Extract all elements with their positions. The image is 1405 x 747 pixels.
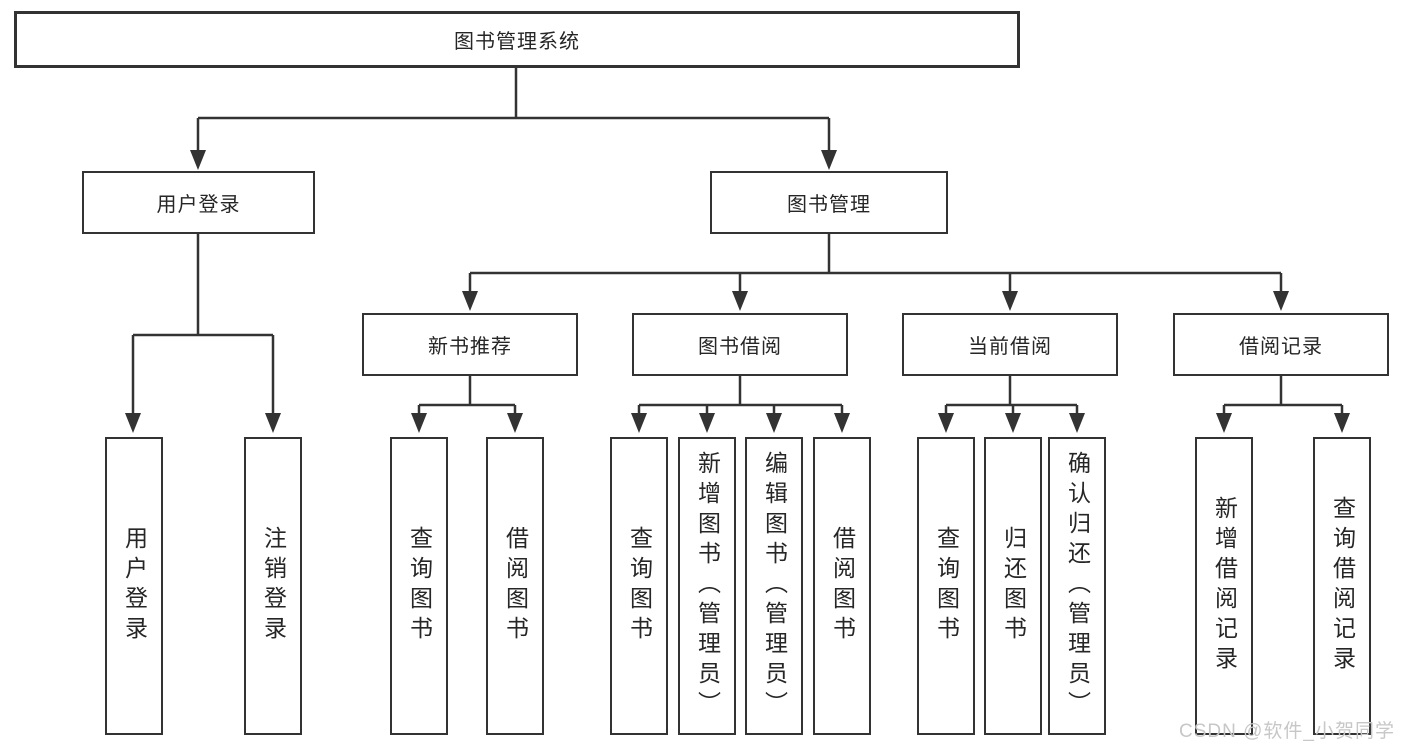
leaf-label: 编辑图书（管理员）: [761, 451, 788, 721]
leaf-logout: 注销登录: [244, 437, 302, 735]
leaf-label: 借阅图书: [502, 526, 529, 646]
leaf-label: 查询图书: [626, 526, 653, 646]
node-book-borrow: 图书借阅: [632, 313, 848, 376]
leaf-label: 新增借阅记录: [1211, 496, 1238, 676]
node-new-book-recommend: 新书推荐: [362, 313, 578, 376]
leaf-edit-books-admin: 编辑图书（管理员）: [745, 437, 803, 735]
leaf-borrow-books-borrow: 借阅图书: [813, 437, 871, 735]
leaf-label: 注销登录: [260, 526, 287, 646]
leaf-label: 新增图书（管理员）: [694, 451, 721, 721]
leaf-user-login: 用户登录: [105, 437, 163, 735]
node-label: 新书推荐: [428, 336, 512, 358]
leaf-label: 归还图书: [1000, 526, 1027, 646]
leaf-label: 借阅图书: [829, 526, 856, 646]
node-root-label: 图书管理系统: [454, 31, 580, 53]
node-current-borrow: 当前借阅: [902, 313, 1118, 376]
leaf-label: 确认归还（管理员）: [1064, 451, 1091, 721]
node-book-management-branch: 图书管理: [710, 171, 948, 234]
node-label: 当前借阅: [968, 336, 1052, 358]
leaf-confirm-return-admin: 确认归还（管理员）: [1048, 437, 1106, 735]
leaf-add-books-admin: 新增图书（管理员）: [678, 437, 736, 735]
leaf-label: 用户登录: [121, 526, 148, 646]
node-label: 用户登录: [156, 194, 241, 216]
csdn-watermark: CSDN @软件_小贺同学: [1179, 721, 1395, 742]
node-label: 图书借阅: [698, 336, 782, 358]
leaf-borrow-books-recommend: 借阅图书: [486, 437, 544, 735]
leaf-query-books-recommend: 查询图书: [390, 437, 448, 735]
node-label: 图书管理: [787, 194, 871, 216]
node-label: 借阅记录: [1239, 336, 1323, 358]
node-user-login-branch: 用户登录: [82, 171, 315, 234]
leaf-label: 查询图书: [933, 526, 960, 646]
leaf-label: 查询图书: [406, 526, 433, 646]
leaf-query-books-current: 查询图书: [917, 437, 975, 735]
leaf-query-borrow-record: 查询借阅记录: [1313, 437, 1371, 735]
leaf-query-books-borrow: 查询图书: [610, 437, 668, 735]
node-root-system: 图书管理系统: [14, 11, 1020, 68]
leaf-add-borrow-record: 新增借阅记录: [1195, 437, 1253, 735]
node-borrow-records: 借阅记录: [1173, 313, 1389, 376]
leaf-label: 查询借阅记录: [1329, 496, 1356, 676]
leaf-return-books: 归还图书: [984, 437, 1042, 735]
